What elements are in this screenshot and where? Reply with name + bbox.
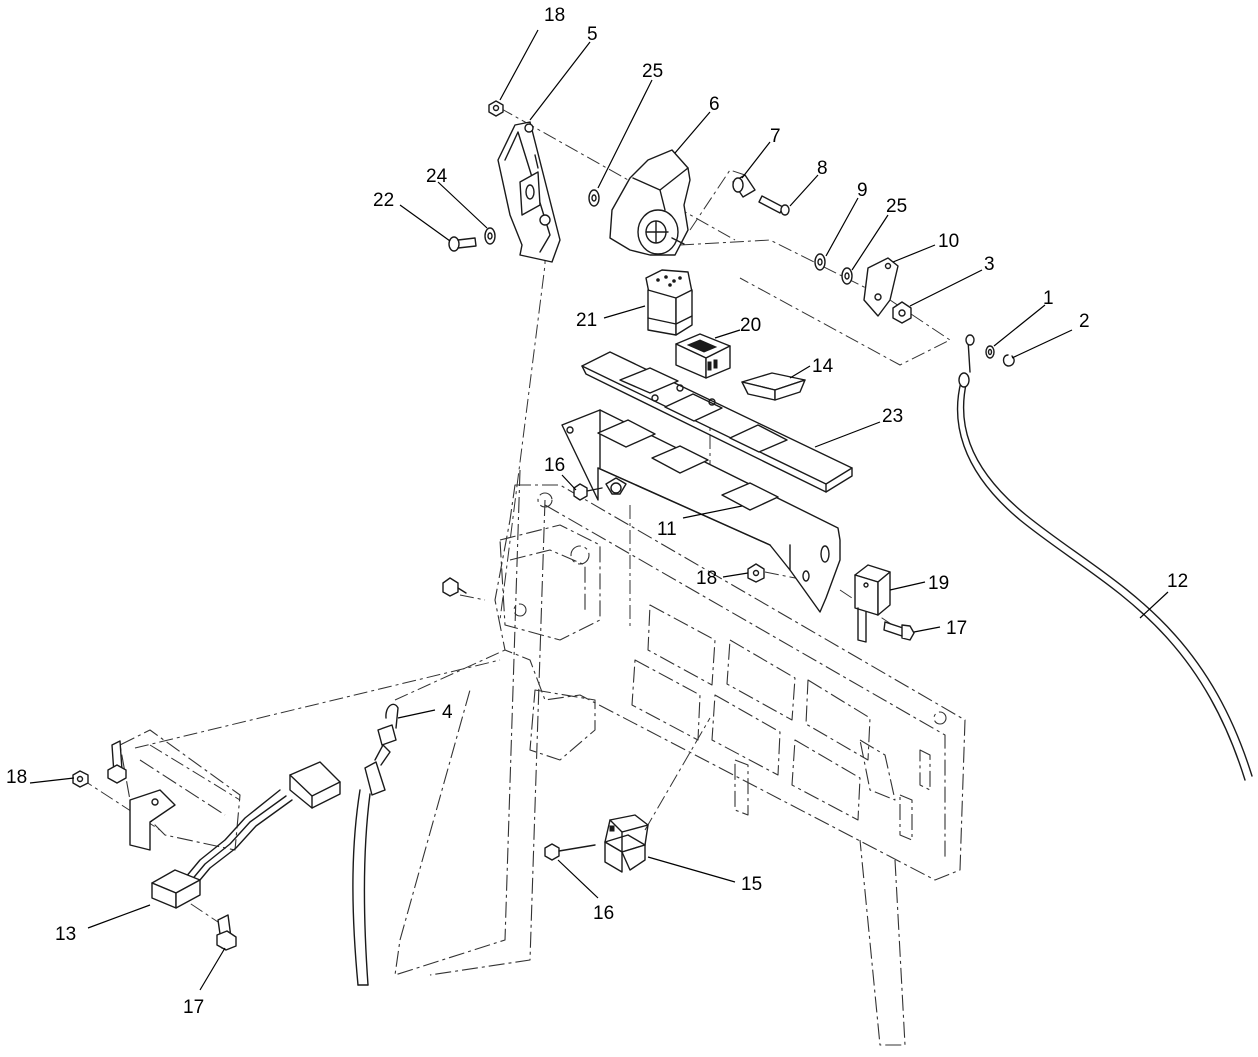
bolt-part-22 <box>448 236 477 252</box>
callout-25: 25 <box>886 196 907 217</box>
knob-part-6 <box>609 149 691 256</box>
callout-12: 12 <box>1167 571 1188 592</box>
bolt-part-8 <box>758 195 790 216</box>
bolt-part-17-lower <box>216 914 237 951</box>
switch-part-15 <box>604 814 649 873</box>
callout-18: 18 <box>696 568 717 589</box>
cable-part-4 <box>352 703 399 986</box>
callout-25: 25 <box>642 61 663 82</box>
callout-2: 2 <box>1079 311 1090 332</box>
callout-4: 4 <box>442 702 453 723</box>
decal-plate-part-23 <box>581 351 853 493</box>
callout-17: 17 <box>946 618 967 639</box>
nut-part-18-middle <box>747 563 765 583</box>
bolt-part-16-upper <box>573 483 603 501</box>
bolt-part-17-right <box>883 621 915 641</box>
callout-5: 5 <box>587 24 598 45</box>
callout-7: 7 <box>770 126 781 147</box>
washer-part-9 <box>814 253 826 271</box>
washer-part-25-lower <box>841 267 853 285</box>
callout-18: 18 <box>6 767 27 788</box>
cable-part-12 <box>956 334 1253 781</box>
callout-16: 16 <box>593 903 614 924</box>
leader-lines <box>29 29 1169 991</box>
bolt-part-16-lower <box>544 843 596 861</box>
callout-13: 13 <box>55 924 76 945</box>
bracket-part-5 <box>497 121 561 263</box>
sensor-part-19 <box>854 564 891 643</box>
plug-part-14 <box>741 372 806 401</box>
washer-part-24 <box>484 227 496 245</box>
callout-15: 15 <box>741 874 762 895</box>
callout-23: 23 <box>882 406 903 427</box>
callout-22: 22 <box>373 190 394 211</box>
callout-20: 20 <box>740 315 761 336</box>
callout-17: 17 <box>183 997 204 1018</box>
callout-24: 24 <box>426 166 448 187</box>
callout-14: 14 <box>812 356 834 377</box>
callout-18: 18 <box>544 5 565 26</box>
callout-16: 16 <box>544 455 565 476</box>
callout-21: 21 <box>576 310 597 331</box>
callout-9: 9 <box>857 180 868 201</box>
callout-1: 1 <box>1043 288 1054 309</box>
callout-8: 8 <box>817 158 828 179</box>
nut-part-3 <box>892 301 912 324</box>
clip-part-2 <box>1002 354 1015 367</box>
bolt-left-top <box>107 740 127 784</box>
callout-3: 3 <box>984 254 995 275</box>
harness-part-13 <box>151 761 341 909</box>
spacer-part-7 <box>732 174 756 198</box>
washer-part-1 <box>985 345 995 359</box>
frame-phantom <box>119 469 966 1046</box>
link-plate-part-10 <box>863 257 899 317</box>
callout-10: 10 <box>938 231 959 252</box>
callout-19: 19 <box>928 573 949 594</box>
callout-6: 6 <box>709 94 720 115</box>
nut-part-18-lower <box>72 770 89 788</box>
callout-labels: 18 5 25 6 7 8 24 22 9 25 10 3 1 2 21 20 … <box>6 5 1188 1018</box>
switch-part-21 <box>645 269 693 336</box>
nut-part-18-top <box>488 100 504 117</box>
switch-part-20 <box>675 333 731 379</box>
mount-bracket-left <box>129 789 176 851</box>
callout-11: 11 <box>657 519 677 540</box>
washer-part-25-upper <box>588 189 600 207</box>
frame-nut <box>442 577 467 597</box>
bracket-part-11 <box>561 409 841 613</box>
